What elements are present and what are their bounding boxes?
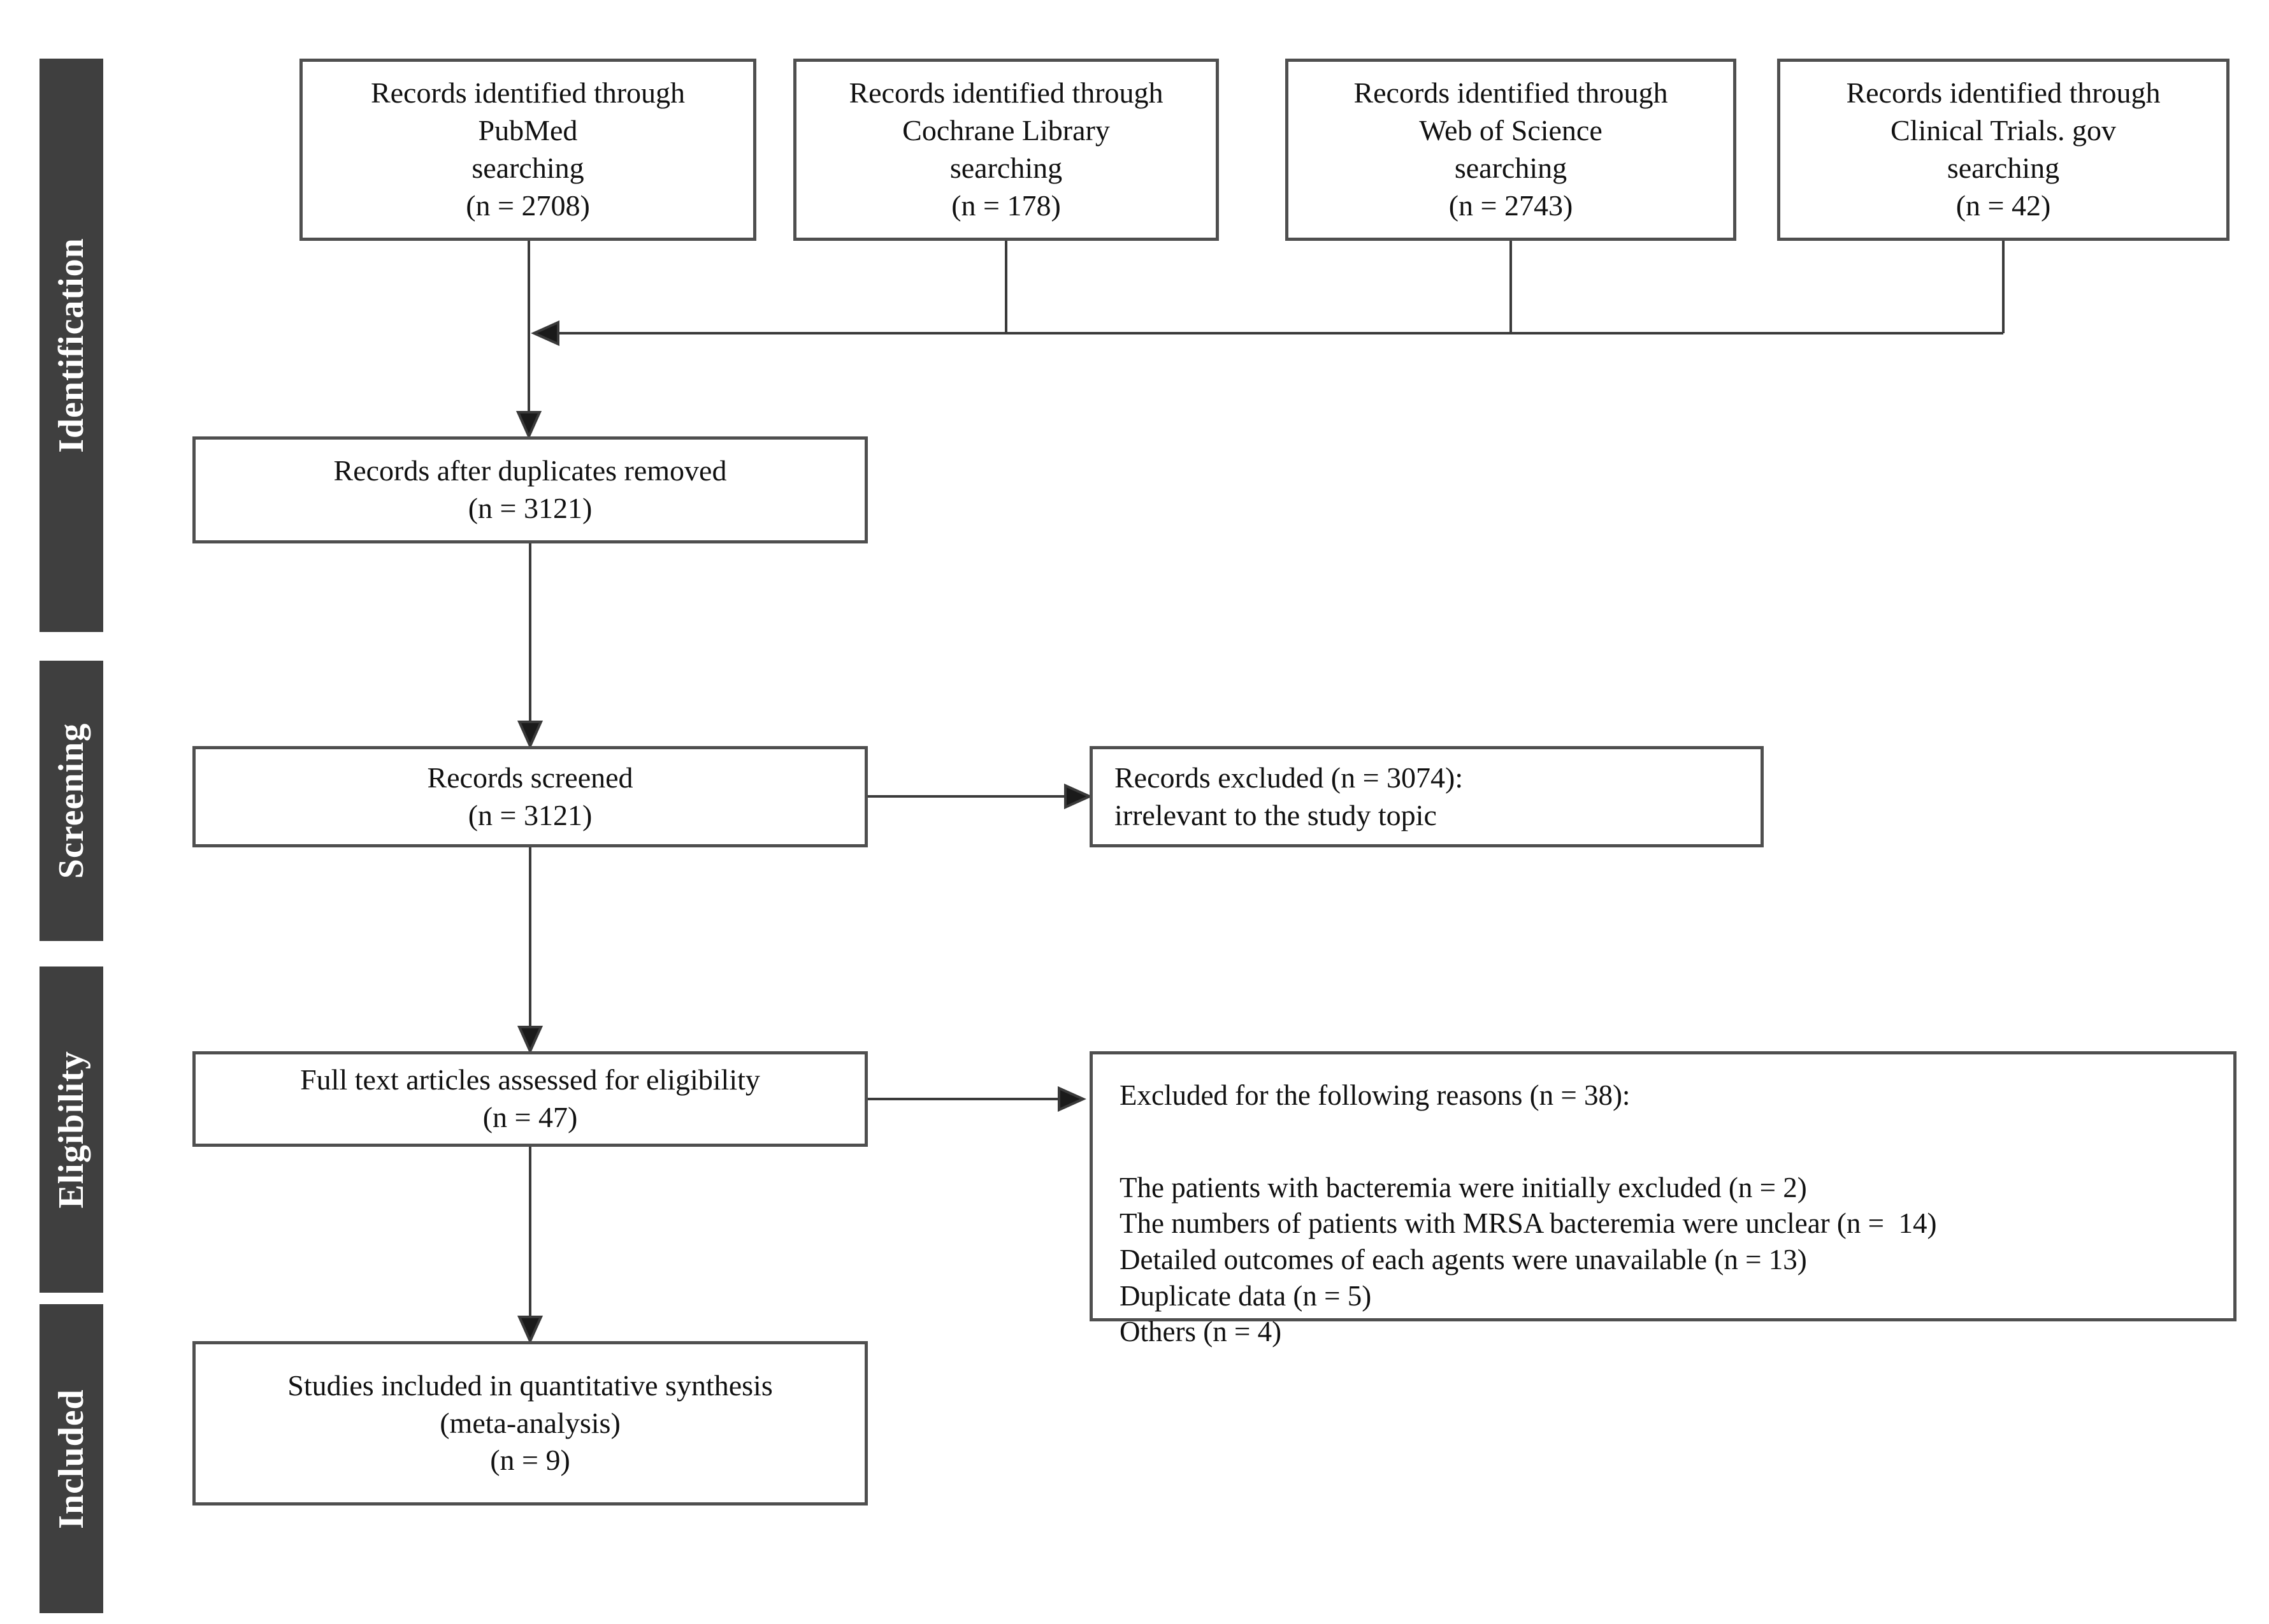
stage-bar-included: Included bbox=[40, 1304, 103, 1613]
stage-bar-screening: Screening bbox=[40, 661, 103, 941]
arrowhead-reasons-right bbox=[1058, 1086, 1086, 1112]
box-records-excluded: Records excluded (n = 3074): irrelevant … bbox=[1090, 746, 1764, 847]
box-excluded-reasons-list: The patients with bacteremia were initia… bbox=[1120, 1171, 1937, 1348]
stage-label-eligibility: Eligibility bbox=[52, 1051, 91, 1209]
box-records-excluded-text: Records excluded (n = 3074): irrelevant … bbox=[1114, 761, 1464, 831]
box-records-clinical-trials: Records identified through Clinical Tria… bbox=[1777, 59, 2229, 241]
stage-bar-identification: Identification bbox=[40, 59, 103, 632]
box-records-pubmed: Records identified through PubMed search… bbox=[299, 59, 756, 241]
box-duplicates-removed-text: Records after duplicates removed (n = 31… bbox=[333, 454, 727, 524]
box-records-screened: Records screened (n = 3121) bbox=[192, 746, 868, 847]
stage-label-identification: Identification bbox=[52, 238, 91, 453]
box-included-studies: Studies included in quantitative synthes… bbox=[192, 1341, 868, 1505]
box-excluded-reasons: Excluded for the following reasons (n = … bbox=[1090, 1051, 2237, 1347]
arrowhead-excluded-right bbox=[1064, 783, 1093, 810]
arrowhead-merge-left bbox=[531, 320, 559, 347]
stage-bar-eligibility: Eligibility bbox=[40, 966, 103, 1293]
arrowhead-included-down bbox=[517, 1316, 544, 1344]
box-records-web-of-science: Records identified through Web of Scienc… bbox=[1285, 59, 1736, 241]
stage-label-screening: Screening bbox=[52, 722, 91, 879]
box-full-text-assessed: Full text articles assessed for eligibil… bbox=[192, 1051, 868, 1147]
box-records-cochrane: Records identified through Cochrane Libr… bbox=[793, 59, 1219, 241]
box-excluded-reasons-header: Excluded for the following reasons (n = … bbox=[1120, 1079, 1631, 1111]
box-records-screened-text: Records screened (n = 3121) bbox=[427, 761, 633, 831]
arrowhead-screened-down bbox=[517, 721, 544, 749]
arrowhead-duplicates-down bbox=[515, 411, 542, 440]
box-duplicates-removed: Records after duplicates removed (n = 31… bbox=[192, 436, 868, 543]
box-records-pubmed-text: Records identified through PubMed search… bbox=[370, 76, 686, 222]
box-full-text-assessed-text: Full text articles assessed for eligibil… bbox=[300, 1063, 760, 1133]
box-records-clinical-trials-text: Records identified through Clinical Tria… bbox=[1846, 76, 2161, 222]
arrowhead-eligibility-down bbox=[517, 1026, 544, 1054]
box-included-studies-text: Studies included in quantitative synthes… bbox=[287, 1369, 773, 1477]
box-records-web-of-science-text: Records identified through Web of Scienc… bbox=[1353, 76, 1668, 222]
stage-label-included: Included bbox=[52, 1388, 91, 1529]
box-records-cochrane-text: Records identified through Cochrane Libr… bbox=[849, 76, 1163, 222]
